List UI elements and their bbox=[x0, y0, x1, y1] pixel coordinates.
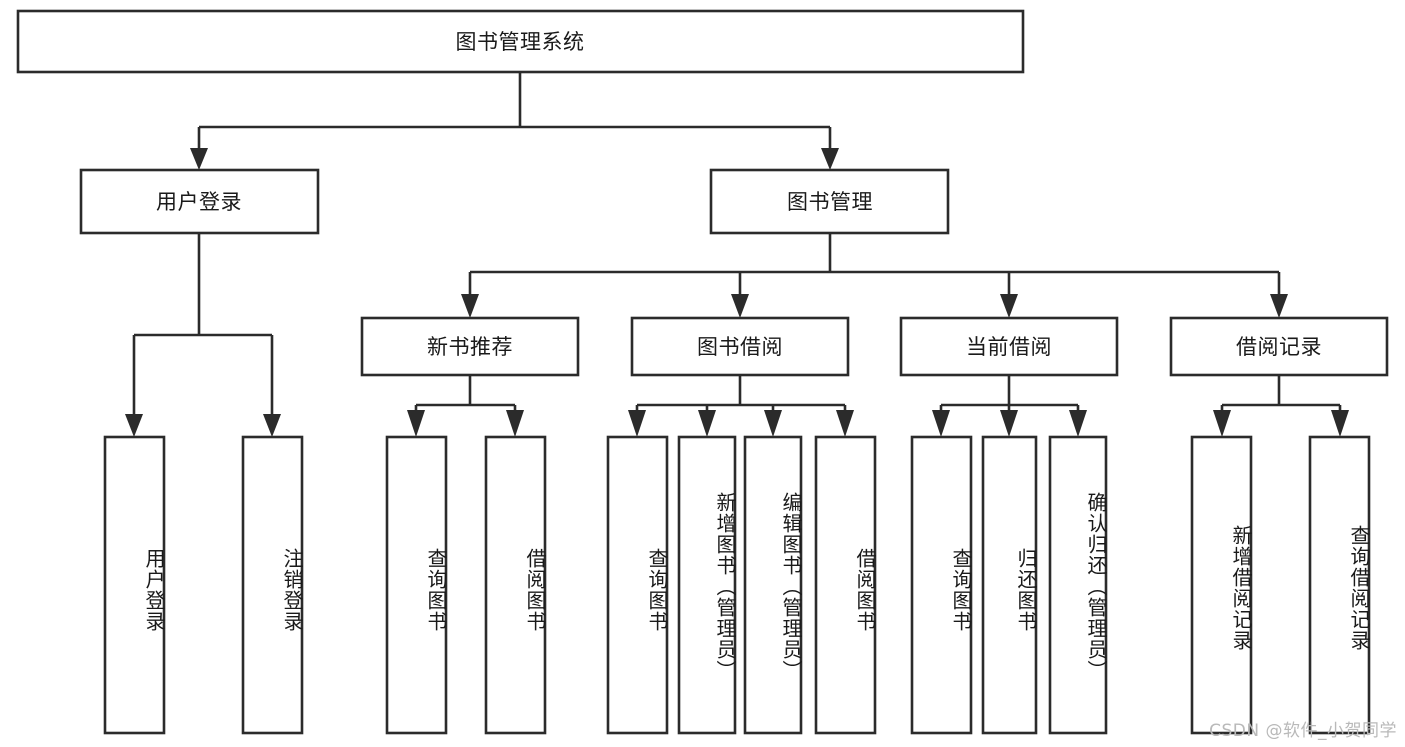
leaf-box-br-query-record[interactable] bbox=[1308, 435, 1371, 735]
leaf-box-bb-edit-book[interactable] bbox=[743, 435, 803, 735]
arrow-cb-leaf3 bbox=[1069, 410, 1087, 437]
leaf-box-br-add-record[interactable] bbox=[1190, 435, 1253, 735]
arrow-br-leaf1 bbox=[1213, 410, 1231, 437]
node-current-borrow-box[interactable] bbox=[899, 316, 1119, 377]
node-borrow-record-box[interactable] bbox=[1169, 316, 1389, 377]
arrow-userlogin bbox=[190, 148, 208, 170]
node-book-borrow-box[interactable] bbox=[630, 316, 850, 377]
leaf-box-cb-return-book[interactable] bbox=[981, 435, 1038, 735]
watermark-text: CSDN @软件_小贺同学 bbox=[1209, 721, 1397, 741]
arrow-bookborrow bbox=[731, 294, 749, 318]
node-book-management-label: 图书管理 bbox=[787, 190, 873, 214]
connector-group-bookborrow bbox=[628, 375, 854, 437]
arrow-bb-leaf3 bbox=[764, 410, 782, 437]
leaf-box-logout[interactable] bbox=[241, 435, 304, 735]
arrow-leaf-user-login bbox=[125, 414, 143, 437]
arrow-bb-leaf1 bbox=[628, 410, 646, 437]
arrow-borrowrecord bbox=[1270, 294, 1288, 318]
leaf-box-nb-borrow-book[interactable] bbox=[484, 435, 547, 735]
arrow-bb-leaf4 bbox=[836, 410, 854, 437]
arrow-leaf-logout bbox=[263, 414, 281, 437]
node-root-box[interactable] bbox=[16, 9, 1025, 74]
arrow-cb-leaf1 bbox=[932, 410, 950, 437]
connector-group-borrowrecord bbox=[1213, 375, 1349, 437]
node-borrow-record-label: 借阅记录 bbox=[1236, 335, 1322, 359]
node-book-management-box[interactable] bbox=[709, 168, 950, 235]
connector-group-root bbox=[197, 72, 832, 152]
node-book-borrow-label: 图书借阅 bbox=[697, 335, 783, 359]
arrow-cb-leaf2 bbox=[1000, 410, 1018, 437]
arrow-bookmgmt bbox=[821, 148, 839, 170]
arrow-bb-leaf2 bbox=[698, 410, 716, 437]
node-user-login-label: 用户登录 bbox=[156, 190, 242, 214]
leaf-box-bb-add-book[interactable] bbox=[677, 435, 737, 735]
leaf-box-cb-query-book[interactable] bbox=[910, 435, 973, 735]
leaf-box-bb-query-book[interactable] bbox=[606, 435, 669, 735]
node-current-borrow-label: 当前借阅 bbox=[966, 335, 1052, 359]
node-user-login-box[interactable] bbox=[79, 168, 320, 235]
connector-group-newbook bbox=[407, 375, 524, 437]
arrow-br-leaf2 bbox=[1331, 410, 1349, 437]
arrow-nb-leaf1 bbox=[407, 410, 425, 437]
arrow-currentborrow bbox=[1000, 294, 1018, 318]
connector-group-userlogin bbox=[125, 233, 281, 437]
node-new-book-recommend-box[interactable] bbox=[360, 316, 580, 377]
leaf-box-user-login[interactable] bbox=[103, 435, 166, 735]
arrow-newbook bbox=[461, 294, 479, 318]
leaf-box-bb-borrow-book[interactable] bbox=[814, 435, 877, 735]
connector-group-currentborrow bbox=[932, 375, 1087, 437]
node-root-label: 图书管理系统 bbox=[456, 30, 585, 54]
leaf-box-cb-confirm-return[interactable] bbox=[1048, 435, 1108, 735]
node-new-book-recommend-label: 新书推荐 bbox=[427, 335, 513, 359]
arrowheads-level2 bbox=[190, 148, 839, 170]
leaf-box-nb-query-book[interactable] bbox=[385, 435, 448, 735]
connector-group-bookmgmt bbox=[461, 233, 1288, 318]
arrow-nb-leaf2 bbox=[506, 410, 524, 437]
